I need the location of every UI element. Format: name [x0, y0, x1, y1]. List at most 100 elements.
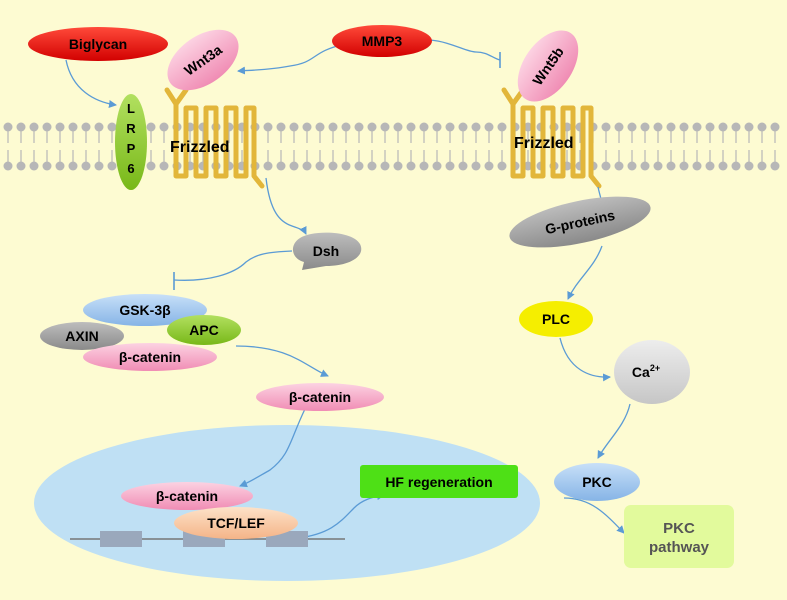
lipid-head: [458, 161, 468, 171]
lipid-head: [94, 161, 104, 171]
lipid-head: [419, 122, 429, 132]
lipid-head: [731, 161, 741, 171]
lipid-head: [159, 161, 169, 171]
lipid-head: [757, 161, 767, 171]
mmp3-label: MMP3: [362, 33, 403, 49]
bcatenin-complex-label: β-catenin: [119, 349, 181, 365]
dsh-label: Dsh: [313, 243, 339, 259]
pkc-pathway-line2: pathway: [649, 539, 710, 556]
axin-node: AXIN: [40, 322, 124, 350]
nucleus: [34, 425, 540, 581]
calcium-superscript: 2+: [650, 363, 660, 373]
lipid-head: [432, 122, 442, 132]
bcatenin-complex-node: β-catenin: [83, 343, 217, 371]
gproteins-node: G-proteins: [509, 196, 651, 248]
lipid-head: [419, 161, 429, 171]
lipid-head: [653, 161, 663, 171]
lipid-head: [42, 161, 52, 171]
lrp6-letter-4: 6: [127, 161, 134, 176]
pkc-label: PKC: [582, 474, 612, 490]
lipid-head: [458, 122, 468, 132]
apc-node: APC: [167, 315, 241, 345]
lrp6-node: L R P 6: [115, 94, 147, 190]
lipid-head: [94, 122, 104, 132]
lrp6-letter-3: P: [127, 141, 136, 156]
wnt5b-node: Wnt5b: [517, 30, 579, 102]
lipid-head: [484, 161, 494, 171]
lipid-head: [367, 161, 377, 171]
tcf-lef-label: TCF/LEF: [207, 515, 265, 531]
lipid-head: [380, 161, 390, 171]
inhibit-dsh-gsk3b: [173, 250, 293, 281]
lipid-head: [315, 161, 325, 171]
lipid-head: [679, 122, 689, 132]
lipid-head: [29, 122, 39, 132]
lipid-head: [68, 122, 78, 132]
lipid-head: [315, 122, 325, 132]
lipid-head: [523, 161, 533, 171]
arrow-complex-bcatenin: [235, 345, 329, 377]
lipid-head: [16, 161, 26, 171]
arrow-ca-pkc: [597, 403, 631, 459]
calcium-node: Ca2+: [614, 340, 690, 404]
lipid-head: [29, 161, 39, 171]
lipid-head: [341, 161, 351, 171]
arrow-mmp3-wnt3a: [237, 43, 346, 75]
lipid-head: [328, 161, 338, 171]
bcatenin-nuclear-node: β-catenin: [121, 482, 253, 510]
arrow-plc-ca: [559, 337, 611, 382]
lipid-head: [354, 161, 364, 171]
lipid-head: [614, 122, 624, 132]
lipid-head: [55, 122, 65, 132]
arrow-frizzled-dsh: [265, 177, 307, 235]
frizzled-right-label: Frizzled: [514, 135, 574, 152]
lipid-head: [146, 122, 156, 132]
dsh-node: Dsh: [292, 232, 362, 270]
lipid-head: [81, 122, 91, 132]
lipid-head: [3, 122, 13, 132]
lipid-head: [679, 161, 689, 171]
lipid-head: [770, 161, 780, 171]
gsk3b-label: GSK-3β: [119, 302, 171, 318]
lipid-head: [692, 161, 702, 171]
lipid-head: [653, 122, 663, 132]
plc-label: PLC: [542, 311, 570, 327]
lipid-head: [263, 122, 273, 132]
biglycan-label: Biglycan: [69, 36, 127, 52]
axin-label: AXIN: [65, 328, 98, 344]
plc-node: PLC: [519, 301, 593, 337]
mmp3-node: MMP3: [332, 25, 432, 57]
lipid-head: [731, 122, 741, 132]
lipid-head: [55, 161, 65, 171]
lipid-head: [627, 122, 637, 132]
wnt3a-node: Wnt3a: [167, 29, 239, 91]
biglycan-node: Biglycan: [28, 27, 168, 61]
lipid-head: [276, 161, 286, 171]
lipid-head: [757, 122, 767, 132]
lipid-head: [16, 122, 26, 132]
lipid-head: [406, 122, 416, 132]
lrp6-letter-1: L: [127, 101, 135, 116]
gsk3b-node: GSK-3β: [83, 294, 207, 326]
lrp6-letter-2: R: [126, 121, 136, 136]
frizzled-receptor-right: [501, 87, 602, 189]
lipid-head: [354, 122, 364, 132]
lipid-head: [432, 161, 442, 171]
frizzled-left-label: Frizzled: [170, 139, 230, 156]
lipid-head: [471, 161, 481, 171]
lipid-head: [692, 122, 702, 132]
lipid-head: [445, 122, 455, 132]
lipid-head: [744, 161, 754, 171]
pkc-pathway-line1: PKC: [663, 520, 695, 537]
hf-regeneration-label: HF regeneration: [385, 474, 492, 490]
lipid-head: [367, 122, 377, 132]
lipid-head: [770, 122, 780, 132]
lipid-head: [666, 122, 676, 132]
lipid-head: [42, 122, 52, 132]
lipid-head: [393, 122, 403, 132]
tcf-lef-node: TCF/LEF: [174, 507, 298, 539]
lipid-head: [302, 161, 312, 171]
lipid-head: [107, 122, 117, 132]
